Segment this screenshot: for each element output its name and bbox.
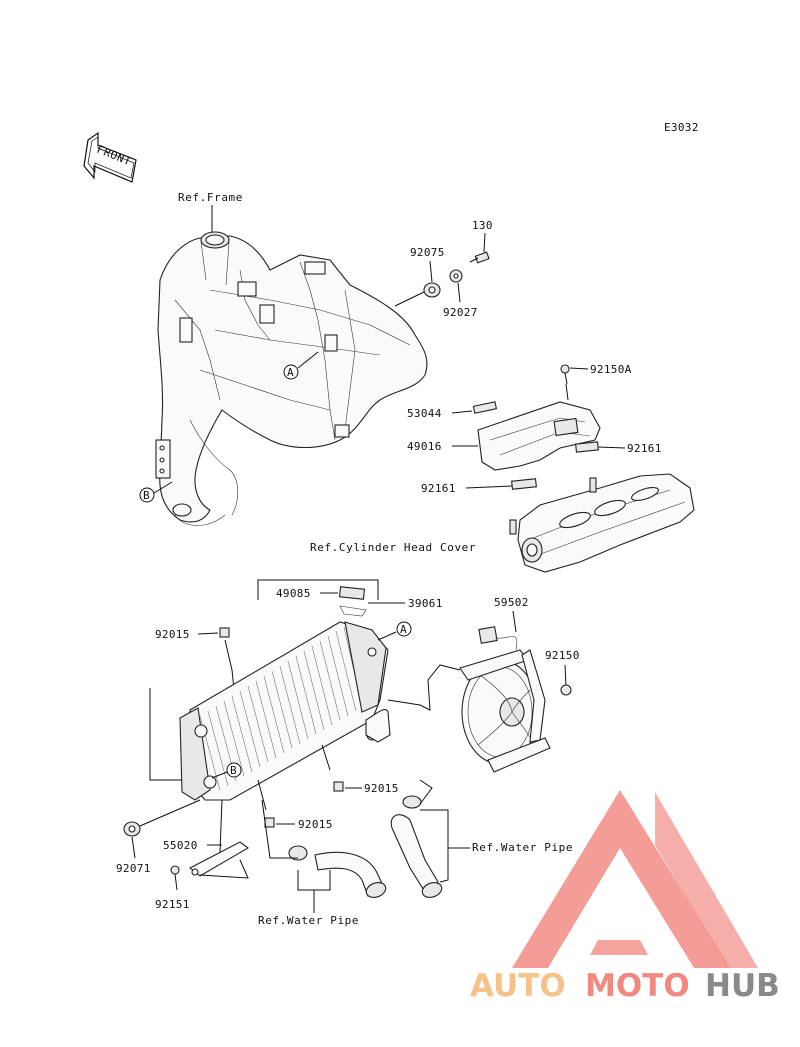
ref-cylinder-head-cover-label: Ref.Cylinder Head Cover xyxy=(310,541,476,554)
grommet-92071-icon xyxy=(123,821,141,837)
part-53044: 53044 xyxy=(407,407,442,420)
callout-a-frame: A xyxy=(287,366,294,379)
part-49016: 49016 xyxy=(407,440,442,453)
water-hose-right xyxy=(390,795,443,898)
pad-92161-right-icon xyxy=(575,441,599,453)
front-arrow-icon: FRONT xyxy=(83,131,137,183)
grommet-92075-icon xyxy=(423,282,441,298)
bolt-92151-icon xyxy=(170,865,180,891)
watermark-hub: HUB xyxy=(705,968,780,1004)
diagram-code: E3032 xyxy=(664,121,699,134)
watermark-auto: AUTO xyxy=(470,968,566,1004)
fan-59502 xyxy=(459,626,551,773)
ref-water-pipe-bottom-label: Ref.Water Pipe xyxy=(258,914,359,927)
cylinder-head-cover xyxy=(509,473,695,573)
part-39061: 39061 xyxy=(408,597,443,610)
part-92161-left: 92161 xyxy=(421,482,456,495)
collar-92027-icon xyxy=(449,269,463,283)
part-92151: 92151 xyxy=(155,898,190,911)
bolt-92150A-icon xyxy=(560,364,570,385)
heat-shield-49016 xyxy=(477,401,601,471)
bolt-130-icon xyxy=(469,251,490,264)
bolt-92150-icon xyxy=(560,684,572,696)
label-49085-icon xyxy=(338,586,367,617)
clip-92015-c-icon xyxy=(264,817,275,828)
part-92071: 92071 xyxy=(116,862,151,875)
guard-55020 xyxy=(188,841,249,877)
part-92015-a: 92015 xyxy=(155,628,190,641)
clip-92015-a-icon xyxy=(219,627,230,638)
part-92027: 92027 xyxy=(443,306,478,319)
radiator-39061 xyxy=(179,621,391,801)
part-55020: 55020 xyxy=(163,839,198,852)
callout-b-frame: B xyxy=(143,489,150,502)
part-92150A: 92150A xyxy=(590,363,632,376)
part-92075: 92075 xyxy=(410,246,445,259)
callout-a-radiator: A xyxy=(400,623,407,636)
water-hose-bottom xyxy=(288,845,387,898)
watermark-text: AUTO MOTO HUB xyxy=(470,968,780,1004)
part-92015-c: 92015 xyxy=(298,818,333,831)
clip-92015-b-icon xyxy=(333,781,344,792)
part-130: 130 xyxy=(472,219,493,232)
ref-water-pipe-right-label: Ref.Water Pipe xyxy=(472,841,573,854)
ref-frame-label: Ref.Frame xyxy=(178,191,243,204)
part-92161-right: 92161 xyxy=(627,442,662,455)
callout-b-radiator: B xyxy=(230,764,237,777)
pad-53044-icon xyxy=(472,401,498,414)
pad-92161-left-icon xyxy=(511,478,537,490)
part-92015-b: 92015 xyxy=(364,782,399,795)
watermark-moto: MOTO xyxy=(585,968,690,1004)
part-92150: 92150 xyxy=(545,649,580,662)
part-49085: 49085 xyxy=(276,587,311,600)
part-59502: 59502 xyxy=(494,596,529,609)
watermark-logo xyxy=(512,790,758,968)
